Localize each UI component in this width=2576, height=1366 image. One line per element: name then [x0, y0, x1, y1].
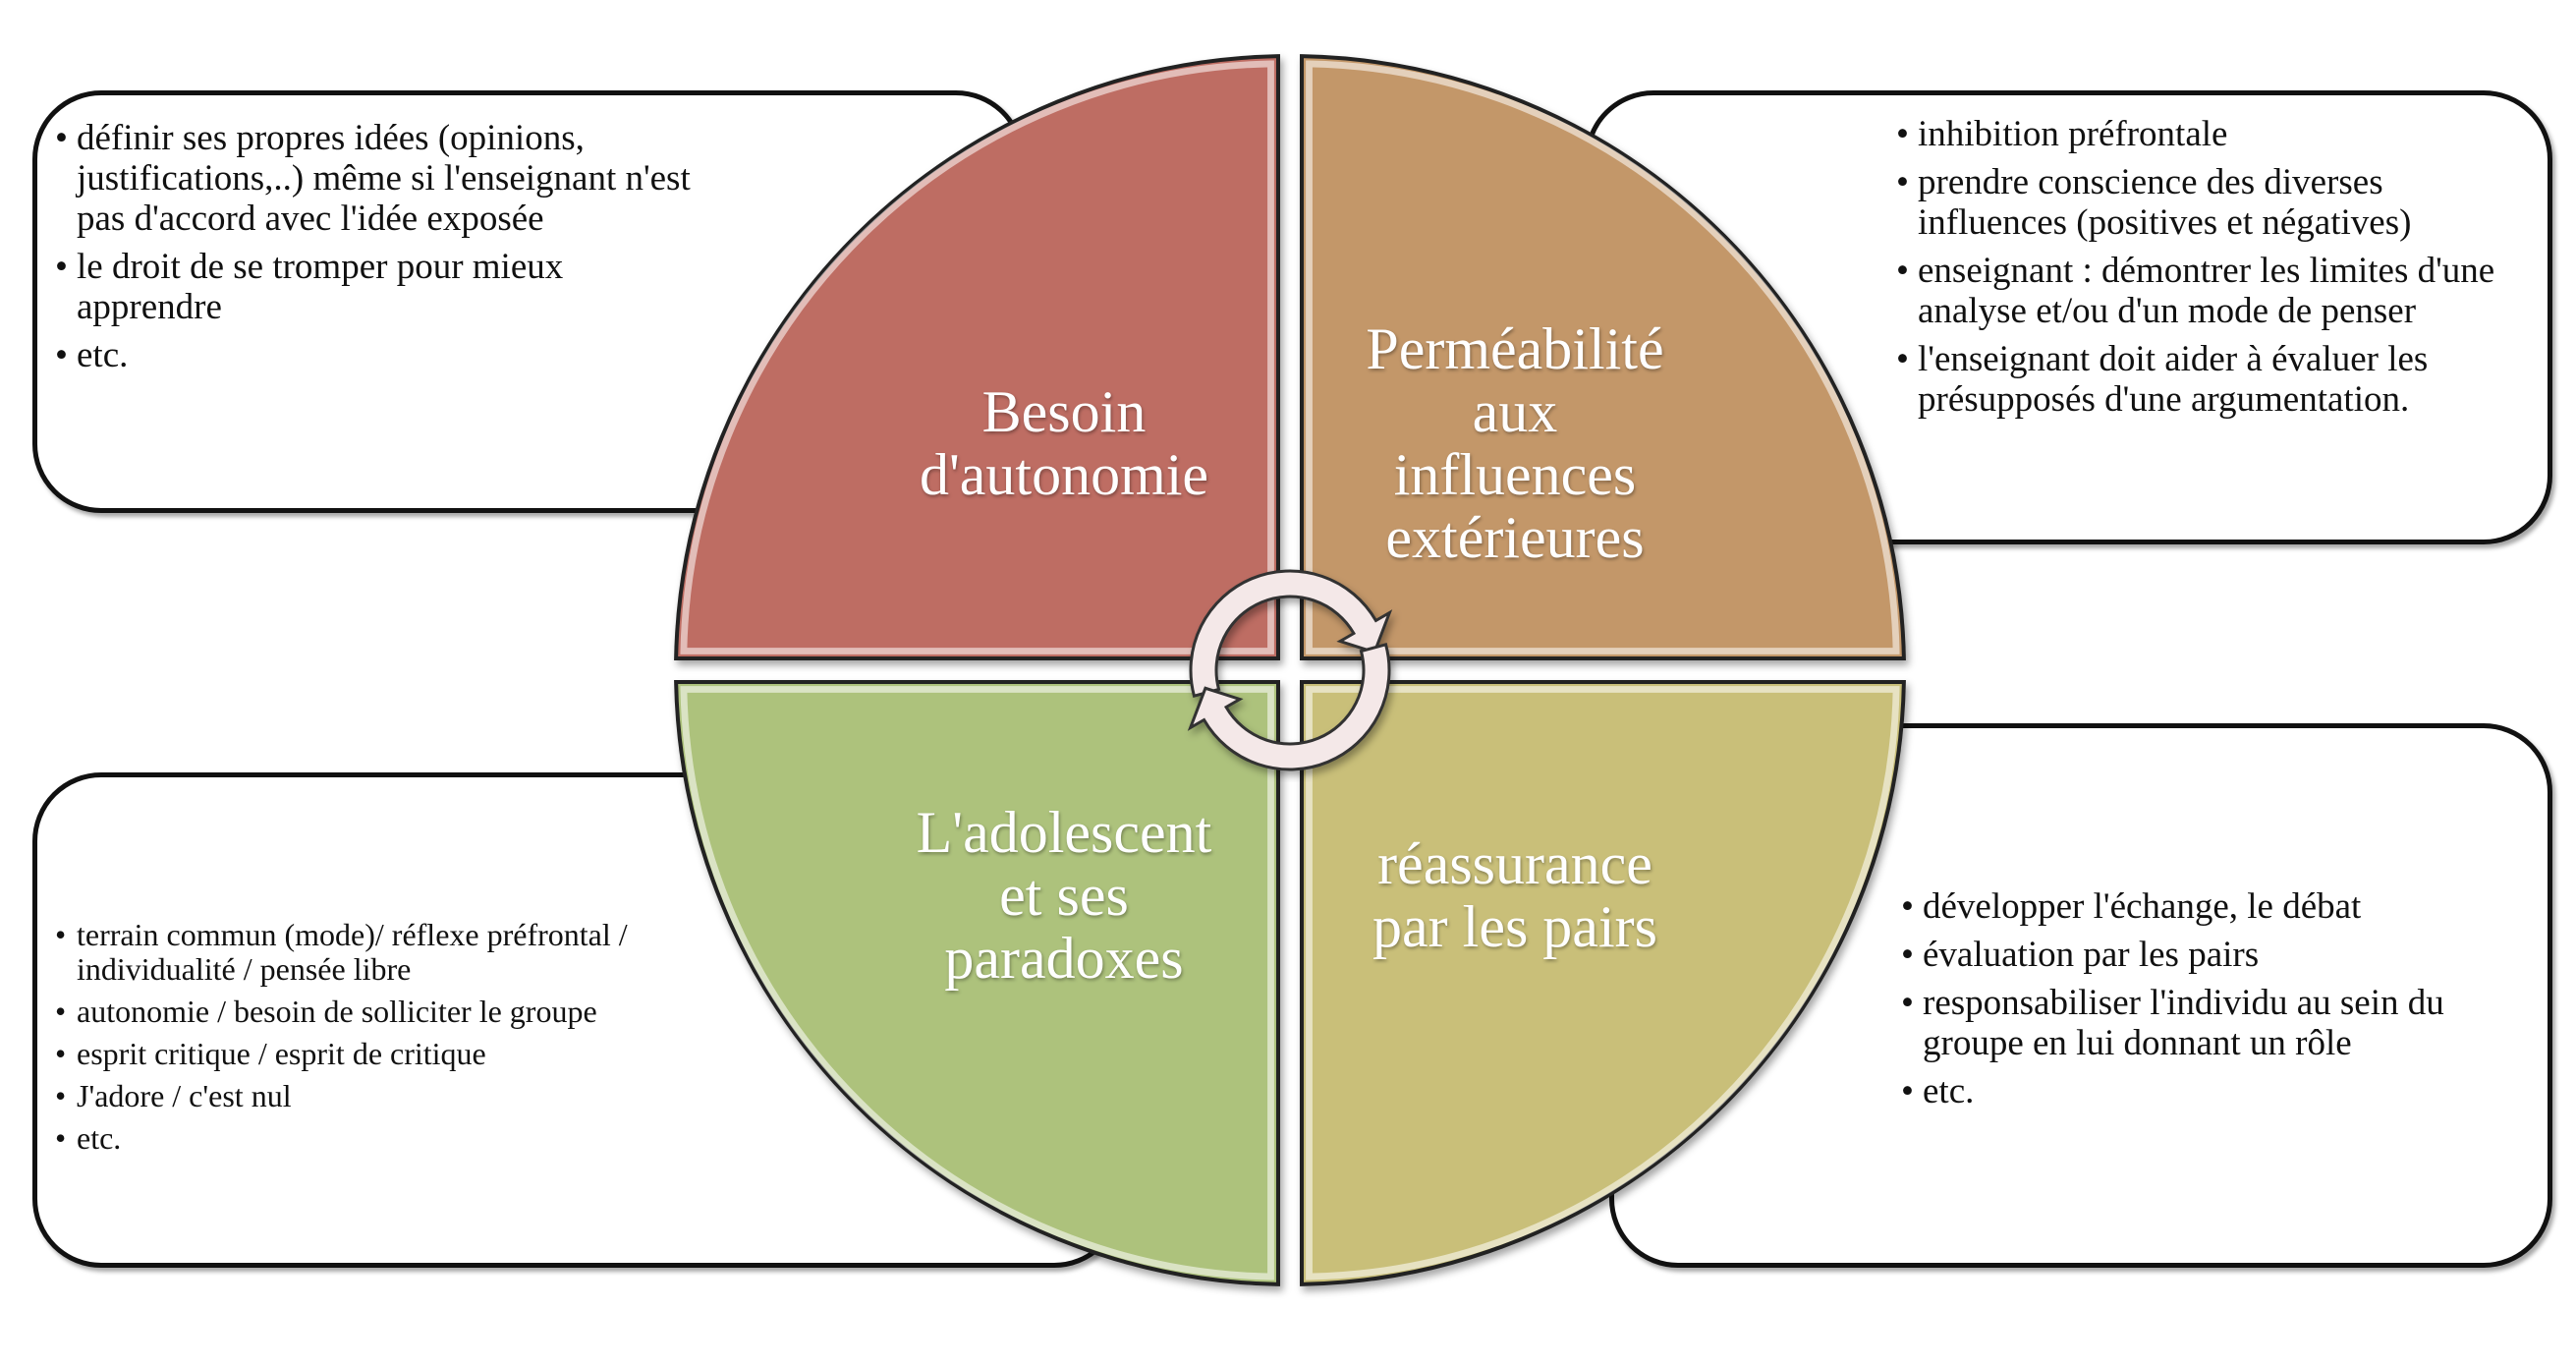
- label-line: et ses: [999, 863, 1129, 928]
- label-line: par les pairs: [1372, 894, 1657, 959]
- quadrant-permeabilite: [1300, 54, 1906, 660]
- bullet-item: autonomie / besoin de solliciter le grou…: [55, 995, 743, 1030]
- quadrant-highlight: [1306, 686, 1900, 1281]
- bullet-list-adolescent: terrain commun (mode)/ réflexe préfronta…: [55, 918, 743, 1164]
- bullet-item: enseignant : démontrer les limites d'une…: [1896, 251, 2535, 331]
- cycle-arrow-bottom-icon: [1187, 643, 1391, 771]
- bullet-item: l'enseignant doit aider à évaluer les pr…: [1896, 339, 2535, 420]
- quadrant-adolescent: [674, 680, 1280, 1286]
- label-line: aux: [1472, 379, 1558, 444]
- quadrant-label-reassurance: réassurance par les pairs: [1372, 832, 1657, 958]
- quadrant-highlight: [1306, 60, 1900, 655]
- label-line: réassurance: [1377, 831, 1652, 896]
- bullet-list-permeabilite: inhibition préfrontale prendre conscienc…: [1896, 114, 2535, 427]
- label-line: influences: [1393, 442, 1637, 507]
- quadrant-label-autonomie: Besoin d'autonomie: [920, 380, 1208, 506]
- bullet-item: inhibition préfrontale: [1896, 114, 2535, 154]
- bullet-item: etc.: [1901, 1071, 2530, 1111]
- bullet-item: terrain commun (mode)/ réflexe préfronta…: [55, 918, 743, 987]
- bullet-list-reassurance: développer l'échange, le débat évaluatio…: [1901, 886, 2530, 1119]
- label-line: paradoxes: [944, 926, 1184, 991]
- label-line: L'adolescent: [916, 800, 1212, 865]
- label-line: d'autonomie: [919, 442, 1209, 507]
- label-line: Perméabilité: [1366, 316, 1664, 381]
- bullet-list-autonomie: définir ses propres idées (opinions, jus…: [55, 118, 703, 383]
- bullet-item: J'adore / c'est nul: [55, 1079, 743, 1114]
- quadrant-reassurance: [1300, 680, 1906, 1286]
- bullet-item: prendre conscience des diverses influenc…: [1896, 162, 2535, 243]
- label-line: extérieures: [1385, 505, 1645, 570]
- quadrant-highlight: [680, 60, 1274, 655]
- bullet-item: etc.: [55, 335, 703, 375]
- quadrant-highlight: [680, 686, 1274, 1281]
- bullet-item: définir ses propres idées (opinions, jus…: [55, 118, 703, 239]
- bullet-item: développer l'échange, le débat: [1901, 886, 2530, 927]
- quadrant-autonomie: [674, 54, 1280, 660]
- bullet-item: le droit de se tromper pour mieux appren…: [55, 247, 703, 327]
- bullet-item: esprit critique / esprit de critique: [55, 1037, 743, 1072]
- cycle-arrow-top-icon: [1189, 569, 1393, 698]
- quadrant-label-adolescent: L'adolescent et ses paradoxes: [917, 801, 1212, 990]
- bullet-item: responsabiliser l'individu au sein du gr…: [1901, 983, 2530, 1063]
- bullet-item: etc.: [55, 1121, 743, 1157]
- label-line: Besoin: [981, 379, 1147, 444]
- bullet-item: évaluation par les pairs: [1901, 935, 2530, 975]
- quadrant-label-permeabilite: Perméabilité aux influences extérieures: [1366, 317, 1663, 569]
